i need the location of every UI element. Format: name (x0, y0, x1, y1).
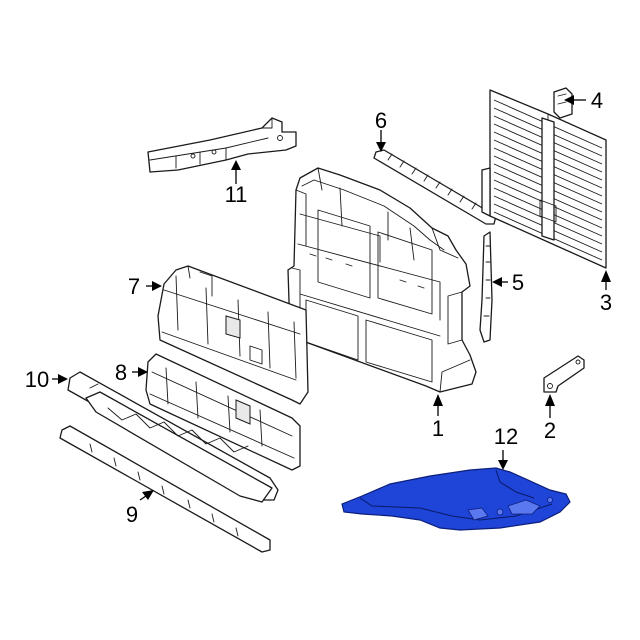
arrowhead-1 (433, 394, 443, 406)
arrowhead-3 (601, 270, 611, 282)
callout-8: 8 (115, 360, 127, 385)
arrowhead-10 (58, 374, 68, 384)
part-10-lower-beam (67, 371, 279, 503)
arrowhead-8 (138, 367, 148, 377)
callout-5: 5 (512, 270, 524, 295)
part-8-lower-deflector (145, 353, 301, 471)
callout-7: 7 (128, 274, 140, 299)
arrowhead-6 (376, 142, 386, 152)
arrowhead-11 (231, 160, 241, 170)
part-7-air-deflector (157, 265, 309, 405)
arrowhead-12 (498, 460, 508, 470)
callout-labels: 11 6 4 5 3 7 8 10 1 2 12 9 (25, 88, 612, 527)
part-3-grille-shutter (481, 89, 607, 269)
part-11-upper-bracket (147, 117, 297, 173)
part-6-upper-seal (373, 149, 497, 225)
callout-leaders (52, 95, 611, 501)
callout-9: 9 (126, 502, 138, 527)
arrowhead-2 (545, 394, 555, 406)
part-12-splash-shield (341, 467, 571, 531)
callout-2: 2 (544, 418, 556, 443)
arrowhead-9 (142, 490, 154, 500)
arrowhead-7 (152, 281, 162, 291)
arrowhead-5 (492, 277, 502, 287)
part-5-side-seal (479, 231, 493, 343)
callout-11: 11 (225, 182, 248, 207)
callout-10: 10 (25, 367, 49, 392)
leader-9 (139, 495, 147, 501)
part-1-radiator-support (287, 167, 477, 393)
part-4-actuator (553, 87, 573, 119)
callout-6: 6 (375, 108, 387, 133)
arrowhead-4 (564, 95, 574, 105)
callout-3: 3 (600, 290, 612, 315)
part-9-lower-seal (59, 425, 271, 553)
callout-1: 1 (432, 416, 444, 441)
callout-12: 12 (494, 424, 518, 449)
part-2-bracket (543, 355, 585, 393)
callout-4: 4 (591, 88, 603, 113)
